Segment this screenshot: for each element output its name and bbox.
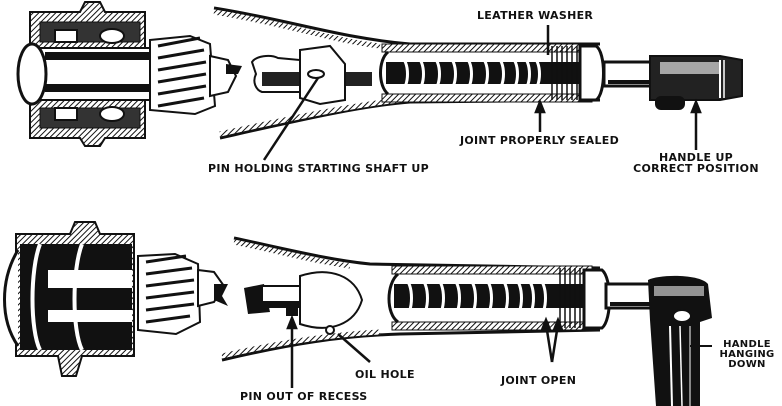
bottom-panel-drawing: [3, 221, 712, 406]
label-handle-hanging-down: HANDLE HANGING DOWN: [712, 340, 782, 370]
label-handle-down-line2: HANGING: [719, 349, 775, 360]
label-handle-up: HANDLE UP CORRECT POSITION: [610, 152, 782, 174]
label-handle-down-line3: DOWN: [728, 359, 766, 370]
label-pin-holding-starting-shaft-up: PIN HOLDING STARTING SHAFT UP: [208, 162, 429, 175]
label-handle-up-line1: HANDLE UP: [658, 151, 734, 164]
bottom-starting-shaft: [244, 271, 364, 335]
bottom-tube-wall: [221, 236, 601, 362]
label-oil-hole: OIL HOLE: [355, 368, 415, 381]
top-spring-housing: [379, 43, 605, 103]
top-bearing-housing: [16, 1, 151, 147]
top-handle: [602, 55, 743, 110]
top-leader-lines: [262, 25, 702, 161]
label-handle-down-line1: HANDLE: [723, 339, 771, 350]
bottom-bearing-housing: [3, 221, 135, 377]
label-pin-out-of-recess: PIN OUT OF RECESS: [240, 390, 368, 403]
top-starting-shaft: [250, 44, 372, 106]
bottom-handle: [604, 275, 712, 406]
bottom-spring-housing: [387, 265, 611, 331]
label-leather-washer: LEATHER WASHER: [477, 9, 594, 22]
top-pinion-gear: [149, 34, 242, 116]
label-handle-up-line2: CORRECT POSITION: [633, 162, 759, 175]
label-joint-properly-sealed: JOINT PROPERLY SEALED: [460, 134, 619, 147]
label-joint-open: JOINT OPEN: [501, 374, 577, 387]
bottom-pinion-gear: [137, 252, 228, 336]
bottom-leader-lines: [286, 314, 712, 388]
top-panel-drawing: [16, 1, 743, 161]
